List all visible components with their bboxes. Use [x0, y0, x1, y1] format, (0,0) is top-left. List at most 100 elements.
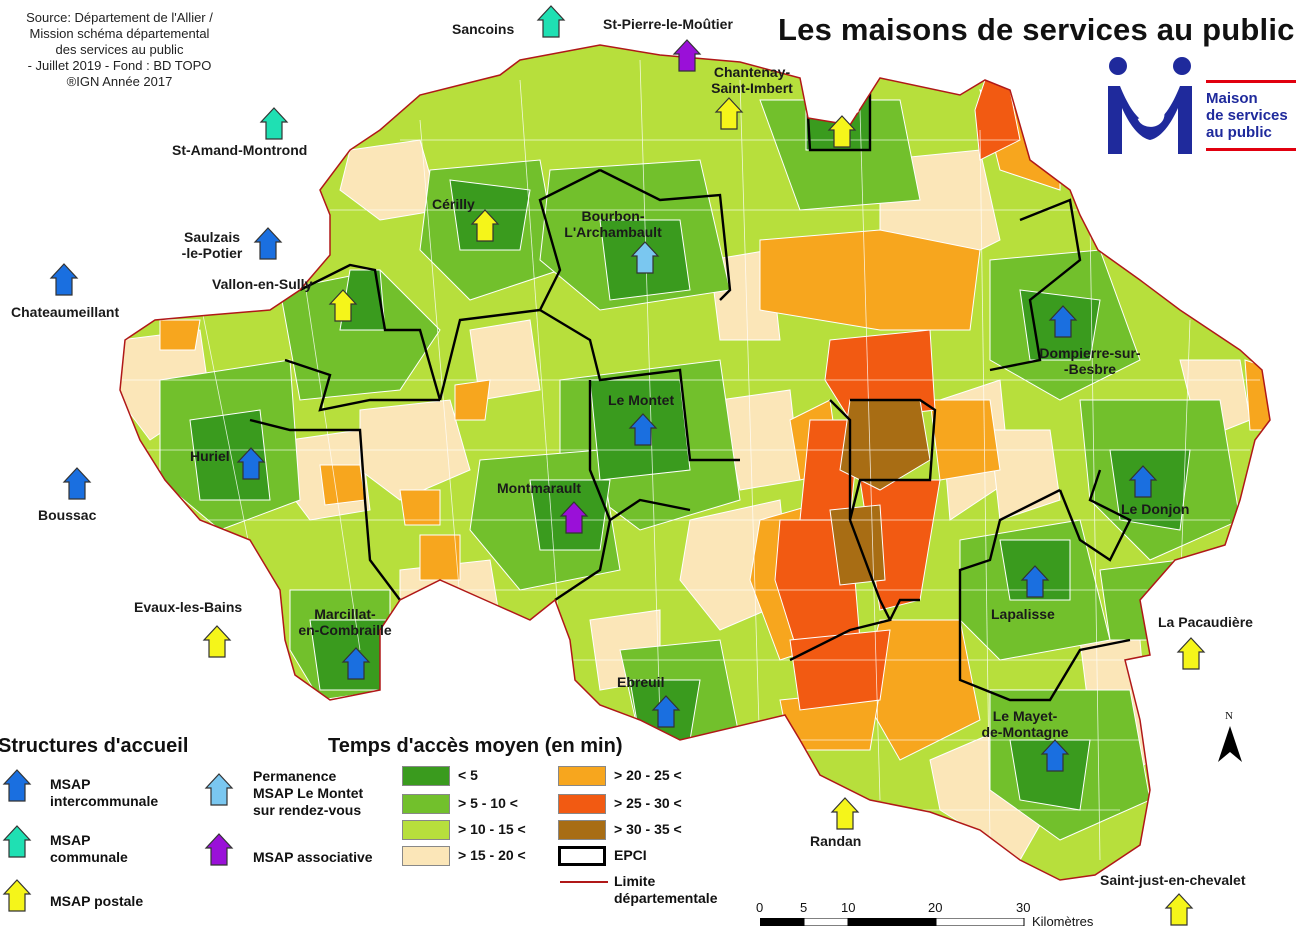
legend-epci: EPCI — [614, 847, 647, 863]
north-label: N — [1225, 710, 1233, 722]
source-line: - Juillet 2019 - Fond : BD TOPO — [27, 58, 212, 73]
msap-postale-icon — [328, 289, 358, 322]
scale-bar — [760, 918, 1025, 926]
msap-postale-icon — [1176, 637, 1206, 670]
legend-class-10-15: > 10 - 15 < — [458, 821, 526, 837]
label-line: Le Mayet- — [992, 708, 1058, 724]
legend-line: Permanence — [253, 768, 337, 784]
msap-postale-icon — [470, 209, 500, 242]
msap-communale-icon — [536, 5, 566, 38]
msap-intercommunale-icon — [628, 413, 658, 446]
legend-temps-title: Temps d'accès moyen (en min) — [328, 735, 623, 757]
msap-postale-icon — [1164, 893, 1194, 926]
msap-associative-icon — [672, 39, 702, 72]
label-dompierre: Dompierre-sur--Besbre — [1039, 345, 1140, 377]
label-bourbon: Bourbon-L'Archambault — [564, 208, 661, 240]
label-chateaumeillant: Chateaumeillant — [11, 304, 120, 320]
msap-intercommunale-icon — [1048, 305, 1078, 338]
source-line: Mission schéma départemental — [29, 26, 210, 41]
legend-msap-postale: MSAP postale — [50, 893, 144, 909]
label-ebreuil: Ebreuil — [617, 674, 665, 690]
label-line: Dompierre-sur- — [1039, 345, 1141, 361]
label-vallon: Vallon-en-Sully — [212, 276, 313, 292]
legend-class-15-20: > 15 - 20 < — [458, 847, 526, 863]
legend-class-5-10: > 5 - 10 < — [458, 795, 518, 811]
legend-line: MSAP — [50, 832, 91, 848]
legend-structures-title: Structures d'accueil — [0, 735, 189, 757]
legend-line: Limite — [614, 873, 656, 889]
label-saint-just: Saint-just-en-chevalet — [1100, 872, 1246, 888]
msap-intercommunale-icon — [341, 647, 371, 680]
msap-postale-icon — [714, 97, 744, 130]
legend-line: MSAP Le Montet — [253, 785, 364, 801]
legend-line: communale — [50, 849, 128, 865]
label-le-montet: Le Montet — [608, 392, 675, 408]
label-line: en-Combraille — [298, 622, 392, 638]
legend-line: intercommunale — [50, 793, 159, 809]
logo-bar-top — [1206, 80, 1296, 83]
scale-tick: 5 — [800, 900, 808, 915]
label-line: Saulzais — [183, 229, 241, 245]
legend-class-20-25: > 20 - 25 < — [614, 767, 682, 783]
logo-line: Maison — [1206, 90, 1258, 107]
legend-swatch-30-35 — [558, 820, 606, 840]
msap-postale-icon — [830, 797, 860, 830]
label-line: Marcillat- — [314, 606, 376, 622]
label-saulzais: Saulzais-le-Potier — [182, 229, 243, 261]
legend-swatch-15-20 — [402, 846, 450, 866]
legend-msap-associative: MSAP associative — [253, 849, 373, 865]
label-la-pacaudiere: La Pacaudière — [1158, 614, 1253, 630]
msap-intercommunale-icon — [1128, 465, 1158, 498]
legend-line: départementale — [614, 890, 718, 906]
label-line: -Besbre — [1063, 361, 1117, 377]
logo-line: au public — [1206, 124, 1272, 141]
source-line: ®IGN Année 2017 — [66, 74, 173, 89]
label-line: Bourbon- — [581, 208, 645, 224]
scale-tick: 30 — [1016, 900, 1031, 915]
msap-intercommunale-icon — [1040, 739, 1070, 772]
legend-swatch-25-30 — [558, 794, 606, 814]
msap-postale-icon — [827, 115, 857, 148]
source-note: Source: Département de l'Allier / Missio… — [2, 10, 237, 90]
permanence-icon — [630, 241, 660, 274]
msap-communale-icon — [2, 825, 32, 858]
logo-bar-bottom — [1206, 148, 1296, 151]
label-lapalisse: Lapalisse — [991, 606, 1055, 622]
source-line: Source: Département de l'Allier / — [26, 10, 213, 25]
logo-line: de services — [1206, 107, 1288, 124]
msap-intercommunale-icon — [253, 227, 283, 260]
label-huriel: Huriel — [190, 448, 230, 464]
label-st-pierre: St-Pierre-le-Moûtier — [603, 16, 733, 32]
label-line: L'Archambault — [564, 224, 662, 240]
msap-logo — [1108, 57, 1192, 154]
scale-tick: 10 — [841, 900, 856, 915]
msap-communale-icon — [259, 107, 289, 140]
source-line: des services au public — [55, 42, 184, 57]
label-sancoins: Sancoins — [452, 21, 515, 37]
legend-class-lt5: < 5 — [458, 767, 478, 783]
label-montmarault: Montmarault — [497, 480, 581, 496]
permanence-icon — [204, 773, 234, 806]
label-le-mayet: Le Mayet-de-Montagne — [981, 708, 1068, 740]
legend-line: sur rendez-vous — [253, 802, 362, 818]
label-line: Chantenay- — [713, 64, 791, 80]
label-line: de-Montagne — [981, 724, 1069, 740]
label-boussac: Boussac — [38, 507, 97, 523]
msap-postale-icon — [202, 625, 232, 658]
label-dornes: Dornes — [811, 100, 860, 116]
msap-intercommunale-icon — [49, 263, 79, 296]
msap-postale-icon — [2, 879, 32, 912]
legend-swatch-20-25 — [558, 766, 606, 786]
msap-associative-icon — [204, 833, 234, 866]
label-le-donjon: Le Donjon — [1121, 501, 1190, 517]
label-cerilly: Cérilly — [432, 196, 475, 212]
label-line: Saint-Imbert — [711, 80, 793, 96]
legend-line: MSAP — [50, 776, 91, 792]
msap-intercommunale-icon — [2, 769, 32, 802]
legend-swatch-epci — [558, 846, 606, 866]
msap-intercommunale-icon — [651, 695, 681, 728]
